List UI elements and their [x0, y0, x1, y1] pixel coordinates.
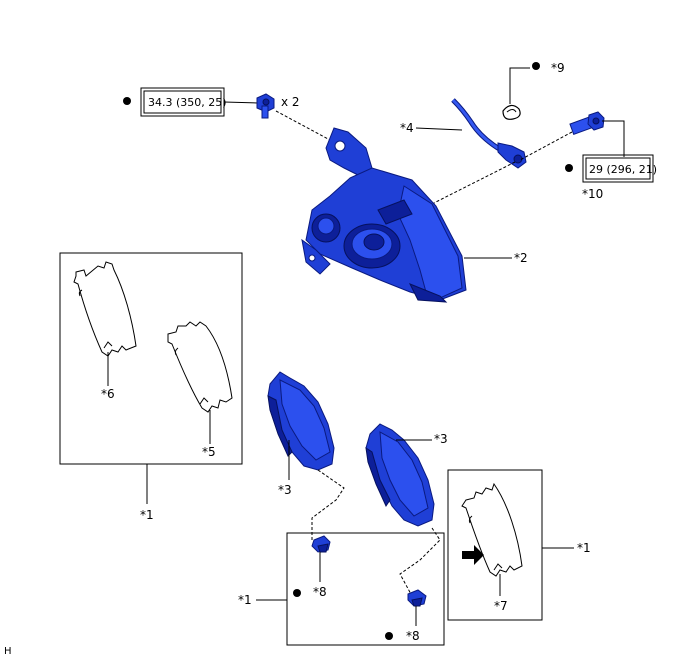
disc-brake-pad-left — [267, 371, 335, 471]
torque-box-left: 34.3 (350, 25) — [140, 87, 227, 117]
callout-8-b: *8 — [406, 629, 420, 643]
callout-3-left: *3 — [278, 483, 292, 497]
front-disc-brake-caliper — [301, 127, 467, 303]
bolt-quantity: x 2 — [281, 95, 300, 109]
callout-9: *9 — [551, 61, 565, 75]
caliper-mounting-bolt — [256, 93, 275, 119]
callout-4: *4 — [400, 121, 414, 135]
disc-brake-pad-right — [365, 423, 435, 527]
outer-anti-squeal-shim — [167, 321, 233, 413]
pad-wear-indicator-clip-b — [407, 589, 427, 607]
flexible-hose-clip — [502, 104, 521, 120]
callout-1-bottom: *1 — [238, 593, 252, 607]
inner-anti-squeal-shim — [73, 261, 137, 357]
torque-value-left: 34.3 (350, 25) — [148, 96, 227, 109]
callout-7: *7 — [494, 599, 508, 613]
callout-10: *10 — [582, 187, 603, 201]
figure-corner-letter: H — [4, 646, 12, 657]
union-bolt — [569, 111, 605, 136]
bullet-icon — [565, 164, 573, 172]
pad-shim-box — [447, 469, 543, 621]
callout-1-left: *1 — [140, 508, 154, 522]
pad-support-plate-box — [286, 532, 445, 646]
callout-5: *5 — [202, 445, 216, 459]
callout-2: *2 — [514, 251, 528, 265]
bullet-icon — [293, 589, 301, 597]
bullet-icon — [123, 97, 131, 105]
torque-value-right: 29 (296, 21) — [589, 163, 657, 176]
bullet-icon — [385, 632, 393, 640]
bullet-icon — [532, 62, 540, 70]
callout-3-right: *3 — [434, 432, 448, 446]
pad-shim — [461, 482, 523, 577]
callout-6: *6 — [101, 387, 115, 401]
flexible-hose — [451, 98, 527, 169]
arrow-icon — [462, 545, 484, 565]
callout-8-a: *8 — [313, 585, 327, 599]
torque-box-right: 29 (296, 21) — [582, 154, 657, 183]
callout-1-right: *1 — [577, 541, 591, 555]
anti-squeal-shim-kit-box — [59, 252, 243, 465]
pad-wear-indicator-clip-a — [311, 535, 331, 553]
